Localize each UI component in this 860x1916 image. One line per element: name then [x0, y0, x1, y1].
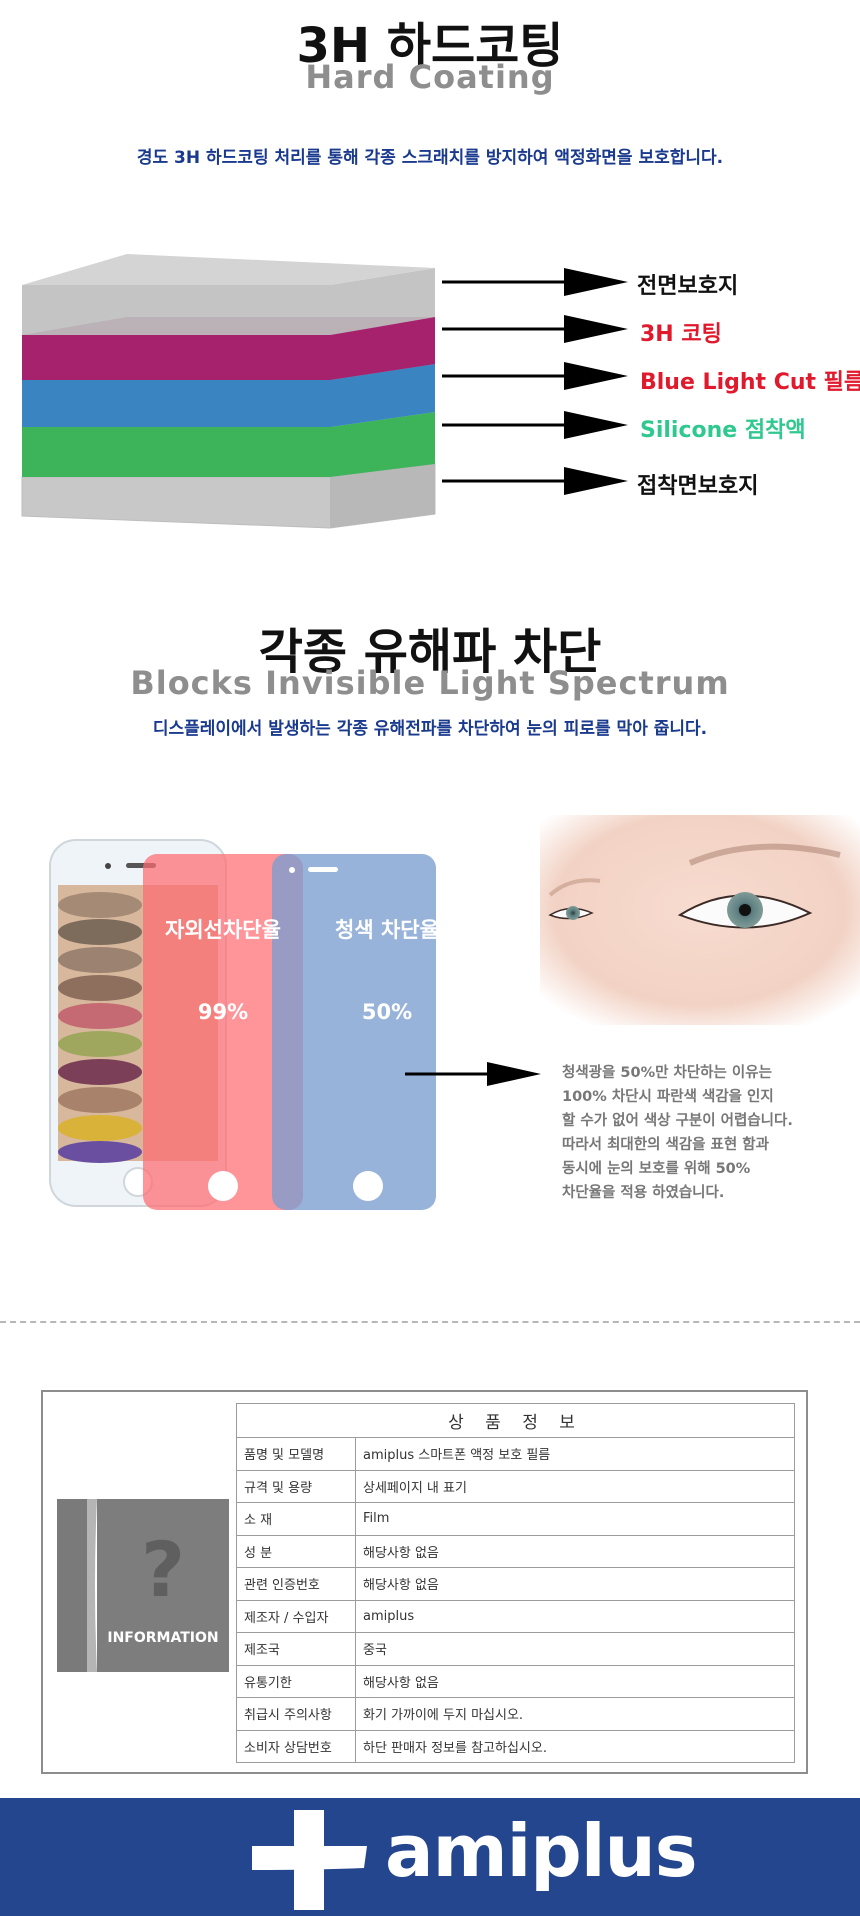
note-line: 차단율을 적용 하였습니다.: [562, 1185, 725, 1201]
note-line: 청색광을 50%만 차단하는 이유는: [562, 1065, 772, 1081]
brand-footer: amiplus: [0, 1798, 860, 1916]
note-line: 따라서 최대한의 색감을 표현 함과: [562, 1137, 769, 1153]
row-value: amiplus: [355, 1599, 795, 1633]
hard-coating-subtitle: Hard Coating: [305, 58, 555, 96]
table-row: 유통기한 해당사항 없음: [236, 1664, 795, 1698]
arrow-3h-coating: [442, 315, 628, 343]
table-row: 제조국 중국: [236, 1632, 795, 1666]
row-value: amiplus 스마트폰 액정 보호 필름: [355, 1437, 795, 1471]
table-row: 취급시 주의사항 화기 가까이에 두지 마십시오.: [236, 1697, 795, 1731]
row-value: 화기 가까이에 두지 마십시오.: [355, 1697, 795, 1731]
layer-stack-diagram: [21, 254, 628, 529]
arrow-blue-light-cut: [442, 362, 628, 390]
layer-label-front-protector: 전면보호지: [637, 274, 739, 299]
layer-label-3h-coating: 3H 코팅: [640, 322, 722, 347]
blocking-description: 디스플레이에서 발생하는 각종 유해전파를 차단하여 눈의 피로를 막아 줍니다…: [152, 719, 708, 739]
note-line: 할 수가 없어 색상 구분이 어렵습니다.: [562, 1113, 793, 1129]
hard-coating-title: 3H 하드코팅: [296, 18, 564, 74]
row-value: Film: [355, 1502, 795, 1536]
table-row: 소 재 Film: [236, 1502, 795, 1536]
arrow-silicone: [442, 411, 628, 439]
table-row: 제조자 / 수입자 amiplus: [236, 1599, 795, 1633]
blue-block-label: 청색 차단율: [335, 918, 439, 942]
row-value: 하단 판매자 정보를 참고하십시오.: [355, 1729, 795, 1763]
blocking-title: 각종 유해파 차단: [258, 624, 602, 680]
table-row: 소비자 상담번호 하단 판매자 정보를 참고하십시오.: [236, 1729, 795, 1763]
row-label: 소비자 상담번호: [236, 1729, 356, 1763]
row-label: 품명 및 모델명: [236, 1437, 356, 1471]
hard-coating-description: 경도 3H 하드코팅 처리를 통해 각종 스크래치를 방지하여 액정화면을 보호…: [136, 148, 724, 168]
brand-logo-text: amiplus: [385, 1809, 698, 1893]
table-row: 관련 인증번호 해당사항 없음: [236, 1567, 795, 1601]
row-label: 성 분: [236, 1534, 356, 1568]
row-value: 해당사항 없음: [355, 1567, 795, 1601]
table-row: 성 분 해당사항 없음: [236, 1534, 795, 1568]
row-value: 중국: [355, 1632, 795, 1666]
row-label: 소 재: [236, 1502, 356, 1536]
product-info-table: 상 품 정 보 품명 및 모델명 amiplus 스마트폰 액정 보호 필름 규…: [236, 1403, 795, 1763]
uv-block-label: 자외선차단율: [165, 918, 281, 942]
row-value: 상세페이지 내 표기: [355, 1469, 795, 1503]
row-label: 관련 인증번호: [236, 1567, 356, 1601]
blue-block-value: 50%: [361, 1000, 413, 1024]
layer-label-blue-light-cut: Blue Light Cut 필름: [640, 370, 860, 395]
plus-logo-icon: [252, 1810, 367, 1910]
note-arrow: [405, 1062, 541, 1086]
table-row: 품명 및 모델명 amiplus 스마트폰 액정 보호 필름: [236, 1437, 795, 1471]
table-header-row: 상 품 정 보: [236, 1403, 795, 1438]
info-question-icon: ?: [140, 1525, 186, 1614]
arrow-front-protector: [442, 268, 628, 296]
layer-label-back-protector: 접착면보호지: [637, 474, 759, 499]
row-label: 제조자 / 수입자: [236, 1599, 356, 1633]
info-badge-label: INFORMATION: [107, 1630, 219, 1646]
row-label: 제조국: [236, 1632, 356, 1666]
phone-illustration: [49, 839, 436, 1210]
table-row: 규격 및 용량 상세페이지 내 표기: [236, 1469, 795, 1503]
row-label: 취급시 주의사항: [236, 1697, 356, 1731]
row-value: 해당사항 없음: [355, 1534, 795, 1568]
layer-back-protector: [21, 463, 436, 529]
section-divider: [0, 1321, 860, 1323]
uv-block-value: 99%: [197, 1000, 249, 1024]
table-title: 상 품 정 보: [236, 1403, 795, 1438]
layer-front-protector: [22, 254, 435, 335]
blocking-subtitle: Blocks Invisible Light Spectrum: [130, 664, 730, 702]
row-label: 규격 및 용량: [236, 1469, 356, 1503]
info-badge-graphic: [57, 1499, 229, 1672]
note-line: 동시에 눈의 보호를 위해 50%: [562, 1161, 751, 1177]
layer-label-silicone: Silicone 점착액: [640, 418, 806, 443]
eye-illustration: [540, 815, 860, 1025]
note-line: 100% 차단시 파란색 색감을 인지: [562, 1089, 774, 1105]
arrow-back-protector: [442, 467, 628, 495]
row-label: 유통기한: [236, 1664, 356, 1698]
row-value: 해당사항 없음: [355, 1664, 795, 1698]
